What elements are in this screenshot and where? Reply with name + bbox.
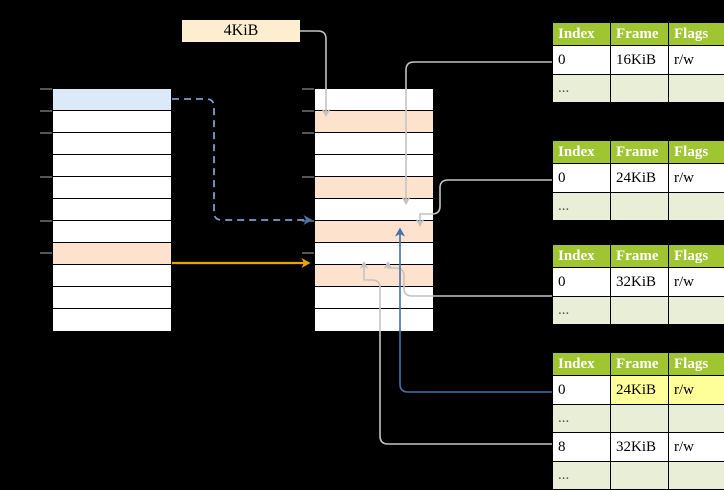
column-header-frame: Frame	[611, 245, 669, 268]
table-header-row: Index Frame Flags	[553, 141, 724, 164]
cell-frame	[611, 75, 669, 103]
page-table-2: Index Frame Flags 0 24KiB r/w ...	[552, 140, 724, 221]
vas-row-6	[53, 221, 171, 243]
table-row-ellipsis[interactable]: ...	[553, 297, 724, 325]
column-header-frame: Frame	[611, 353, 669, 376]
cell-flags: r/w	[669, 268, 724, 297]
table-row[interactable]: 0 16KiB r/w	[553, 46, 724, 75]
cell-frame	[611, 297, 669, 325]
vas-row-2	[53, 133, 171, 155]
column-header-frame: Frame	[611, 23, 669, 46]
cell-frame	[611, 462, 669, 490]
column-header-flags: Flags	[669, 23, 724, 46]
pm-row-5	[315, 199, 433, 221]
table-row-ellipsis[interactable]: ...	[553, 462, 724, 490]
vas-row-9	[53, 287, 171, 309]
cell-index: 0	[553, 46, 611, 75]
pm-tick-5	[302, 252, 314, 254]
virtual-address-space-column	[52, 88, 172, 330]
cell-index: ...	[553, 405, 611, 433]
page-table-4: Index Frame Flags 0 24KiB r/w ... 8 32Ki…	[552, 352, 724, 490]
pm-row-1	[315, 111, 433, 133]
table-header-row: Index Frame Flags	[553, 245, 724, 268]
vas-tick-5	[40, 252, 52, 254]
physical-memory-column	[314, 88, 434, 330]
vas-row-8	[53, 265, 171, 287]
cell-flags	[669, 405, 724, 433]
pm-tick-2	[302, 132, 314, 134]
column-header-index: Index	[553, 141, 611, 164]
table-row[interactable]: 0 32KiB r/w	[553, 268, 724, 297]
table-row[interactable]: 8 32KiB r/w	[553, 433, 724, 462]
column-header-flags: Flags	[669, 245, 724, 268]
cell-flags: r/w	[669, 46, 724, 75]
vas-row-3	[53, 155, 171, 177]
vas-row-7	[53, 243, 171, 265]
cell-flags: r/w	[669, 164, 724, 193]
cell-frame: 16KiB	[611, 46, 669, 75]
cell-index: 0	[553, 164, 611, 193]
vas-tick-1	[40, 110, 52, 112]
pm-row-0	[315, 89, 433, 111]
column-header-index: Index	[553, 23, 611, 46]
cell-frame	[611, 193, 669, 221]
size-label-4kib: 4KiB	[182, 20, 300, 42]
table-row[interactable]: 0 24KiB r/w	[553, 376, 724, 405]
vas-tick-3	[40, 176, 52, 178]
cell-index: ...	[553, 193, 611, 221]
cell-frame: 24KiB	[611, 376, 669, 405]
page-table-1: Index Frame Flags 0 16KiB r/w ...	[552, 22, 724, 103]
cell-frame	[611, 405, 669, 433]
pm-row-4	[315, 177, 433, 199]
vas-row-1	[53, 111, 171, 133]
cell-index: ...	[553, 75, 611, 103]
pm-row-3	[315, 155, 433, 177]
cell-index: 0	[553, 376, 611, 405]
pm-row-9	[315, 287, 433, 309]
pm-row-2	[315, 133, 433, 155]
table-row-ellipsis[interactable]: ...	[553, 193, 724, 221]
pm-tick-0	[302, 88, 314, 90]
cell-flags	[669, 462, 724, 490]
cell-index: 8	[553, 433, 611, 462]
cell-flags: r/w	[669, 376, 724, 405]
cell-frame: 24KiB	[611, 164, 669, 193]
table-row-ellipsis[interactable]: ...	[553, 405, 724, 433]
vas-tick-4	[40, 220, 52, 222]
pm-row-8	[315, 265, 433, 287]
column-header-index: Index	[553, 353, 611, 376]
cell-flags: r/w	[669, 433, 724, 462]
vas-row-4	[53, 177, 171, 199]
vas-row-0	[53, 89, 171, 111]
pm-tick-3	[302, 176, 314, 178]
pm-tick-1	[302, 110, 314, 112]
pm-row-10	[315, 309, 433, 331]
column-header-index: Index	[553, 245, 611, 268]
cell-flags	[669, 75, 724, 103]
table-row[interactable]: 0 24KiB r/w	[553, 164, 724, 193]
table-header-row: Index Frame Flags	[553, 23, 724, 46]
wire-pt2-to-pm-row6	[420, 180, 552, 223]
vas-tick-2	[40, 132, 52, 134]
cell-flags	[669, 193, 724, 221]
page-table-3: Index Frame Flags 0 32KiB r/w ...	[552, 244, 724, 325]
table-header-row: Index Frame Flags	[553, 353, 724, 376]
cell-frame: 32KiB	[611, 268, 669, 297]
wire-vas-row0-to-pm-row6-dashed	[172, 99, 308, 220]
vas-row-5	[53, 199, 171, 221]
column-header-frame: Frame	[611, 141, 669, 164]
pm-row-6	[315, 221, 433, 243]
vas-tick-0	[40, 88, 52, 90]
cell-flags	[669, 297, 724, 325]
column-header-flags: Flags	[669, 141, 724, 164]
cell-index: 0	[553, 268, 611, 297]
column-header-flags: Flags	[669, 353, 724, 376]
pm-row-7	[315, 243, 433, 265]
cell-frame: 32KiB	[611, 433, 669, 462]
cell-index: ...	[553, 297, 611, 325]
pm-tick-4	[302, 220, 314, 222]
cell-index: ...	[553, 462, 611, 490]
table-row-ellipsis[interactable]: ...	[553, 75, 724, 103]
vas-row-10	[53, 309, 171, 331]
